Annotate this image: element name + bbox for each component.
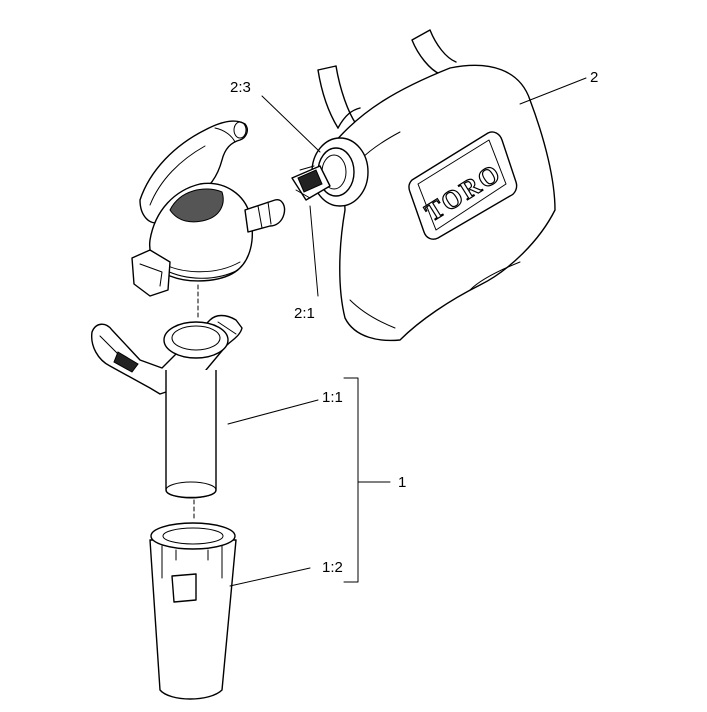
label-part-1: 1: [398, 474, 406, 491]
label-part-1-2: 1:2: [322, 559, 343, 576]
label-part-1-1: 1:1: [322, 389, 343, 406]
collection-bag: TORO: [291, 29, 556, 342]
bag-collar: [291, 137, 369, 207]
bag-strap: [317, 29, 457, 129]
leader-lines: [227, 77, 587, 587]
label-part-2-1: 2:1: [294, 305, 315, 322]
blower-housing: [131, 120, 286, 297]
upper-tube: [91, 314, 243, 499]
label-part-2-3: 2:3: [230, 79, 251, 96]
lower-nozzle: [149, 522, 237, 700]
label-part-2: 2: [590, 69, 598, 86]
